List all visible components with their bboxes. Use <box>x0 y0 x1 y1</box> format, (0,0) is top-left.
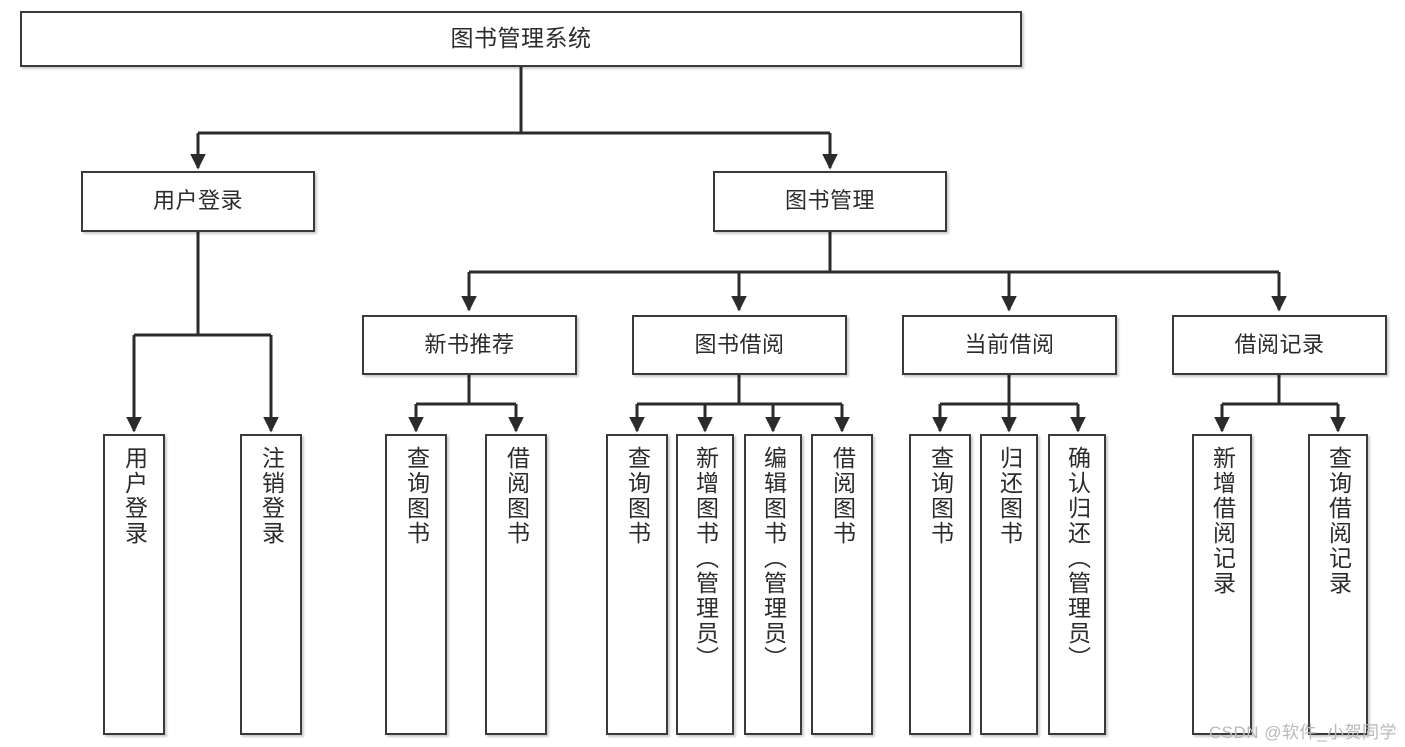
leaf-user-login-login[interactable]: 用户登录 <box>103 434 165 735</box>
node-user-login[interactable]: 用户登录 <box>81 171 315 232</box>
leaf-book-borrow-query[interactable]: 查询图书 <box>606 434 668 735</box>
node-label: 借阅记录 <box>1234 331 1325 357</box>
node-new-book-recommend[interactable]: 新书推荐 <box>362 315 577 375</box>
leaf-borrow-record-query[interactable]: 查询借阅记录 <box>1308 434 1368 735</box>
leaf-current-borrow-confirm-admin[interactable]: 确认归还（管理员） <box>1048 434 1106 735</box>
node-label: 借阅图书 <box>829 446 856 546</box>
leaf-book-borrow-borrow[interactable]: 借阅图书 <box>811 434 873 735</box>
node-label: 编辑图书（管理员） <box>760 446 787 671</box>
node-label: 新增借阅记录 <box>1209 446 1236 596</box>
node-label: 新书推荐 <box>424 331 515 357</box>
node-label: 确认归还（管理员） <box>1064 446 1091 671</box>
leaf-new-book-borrow[interactable]: 借阅图书 <box>485 434 547 735</box>
node-book-borrow[interactable]: 图书借阅 <box>632 315 847 375</box>
leaf-book-borrow-add-admin[interactable]: 新增图书（管理员） <box>676 434 734 735</box>
node-borrow-record[interactable]: 借阅记录 <box>1172 315 1387 375</box>
node-label: 查询图书 <box>927 446 954 546</box>
node-label: 查询图书 <box>624 446 651 546</box>
node-label: 新增图书（管理员） <box>692 446 719 671</box>
node-label: 用户登录 <box>152 188 243 214</box>
node-label: 图书借阅 <box>694 331 785 357</box>
leaf-new-book-query[interactable]: 查询图书 <box>385 434 447 735</box>
leaf-current-borrow-query[interactable]: 查询图书 <box>909 434 971 735</box>
csdn-watermark: CSDN @软件_小贺同学 <box>1208 723 1397 742</box>
leaf-user-login-logout[interactable]: 注销登录 <box>240 434 302 735</box>
leaf-borrow-record-add[interactable]: 新增借阅记录 <box>1192 434 1252 735</box>
node-book-management[interactable]: 图书管理 <box>713 171 947 232</box>
node-root-book-management-system[interactable]: 图书管理系统 <box>20 11 1022 67</box>
node-label: 图书管理 <box>784 188 875 214</box>
node-label: 注销登录 <box>258 446 285 546</box>
node-label: 图书管理系统 <box>450 25 592 52</box>
node-label: 借阅图书 <box>503 446 530 546</box>
node-label: 用户登录 <box>121 446 148 546</box>
node-label: 查询借阅记录 <box>1325 446 1352 596</box>
leaf-book-borrow-edit-admin[interactable]: 编辑图书（管理员） <box>744 434 802 735</box>
node-label: 当前借阅 <box>964 331 1055 357</box>
node-current-borrow[interactable]: 当前借阅 <box>902 315 1117 375</box>
leaf-current-borrow-return[interactable]: 归还图书 <box>980 434 1038 735</box>
node-label: 查询图书 <box>403 446 430 546</box>
node-label: 归还图书 <box>996 446 1023 546</box>
